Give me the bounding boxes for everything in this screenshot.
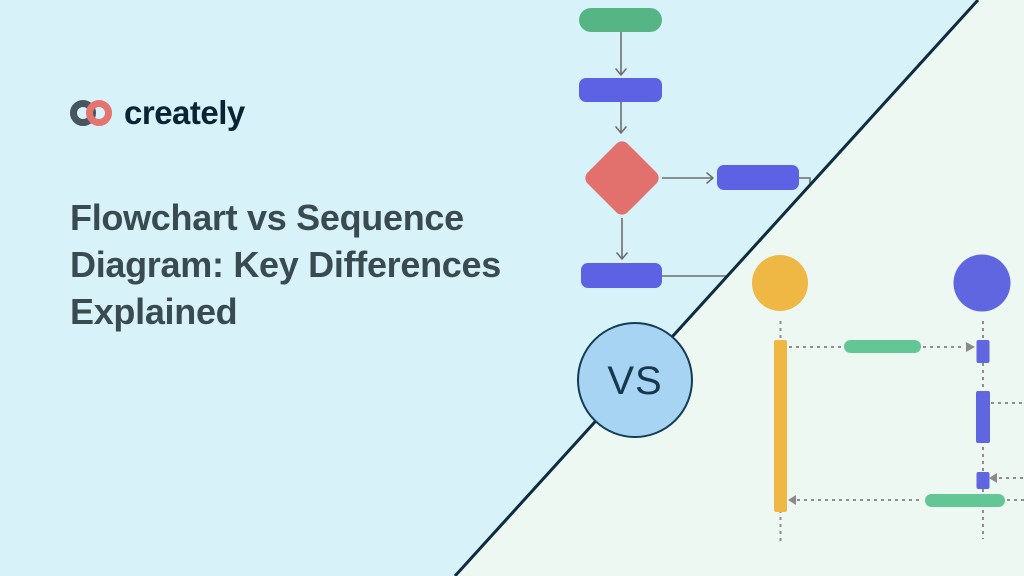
flowchart-process-node-2 [717, 165, 799, 190]
sequence-diagram [752, 254, 1024, 541]
arrowhead-down-icon [615, 68, 627, 76]
diagonal-divider-line [453, 0, 980, 576]
creately-logo-icon [70, 97, 114, 129]
arrowhead-right-icon [706, 172, 714, 184]
sequence-actor-circle-2 [953, 254, 1011, 312]
arrowhead-down-icon [616, 252, 628, 260]
activation-bar-actor-2c [976, 472, 990, 489]
logo-ring-red-icon [86, 100, 112, 126]
arrowhead-right-icon [966, 342, 975, 352]
flowchart-process-node-3 [581, 263, 662, 288]
flowchart-start-node [579, 8, 662, 32]
arrowhead-left-icon [989, 473, 997, 483]
right-background [455, 0, 1024, 576]
flowchart-decision-diamond [585, 141, 659, 215]
sequence-actor-circle-1 [752, 255, 808, 311]
creately-logo: creately [70, 94, 245, 131]
vs-label: VS [607, 359, 662, 403]
activation-bar-actor-2a [976, 340, 990, 363]
message-pill-1 [844, 340, 921, 353]
message-pill-2 [925, 494, 1005, 507]
flowchart-process-node-1 [579, 78, 662, 102]
creately-wordmark: creately [124, 94, 245, 131]
flowchart-diagram [579, 8, 811, 288]
vs-badge [577, 322, 693, 438]
arrowhead-left-icon [788, 495, 796, 505]
activation-bar-actor-2b [976, 391, 990, 443]
activation-bar-actor-1 [774, 340, 787, 512]
arrowhead-down-icon [615, 126, 627, 134]
page-title: Flowchart vs Sequence Diagram: Key Diffe… [70, 197, 501, 332]
